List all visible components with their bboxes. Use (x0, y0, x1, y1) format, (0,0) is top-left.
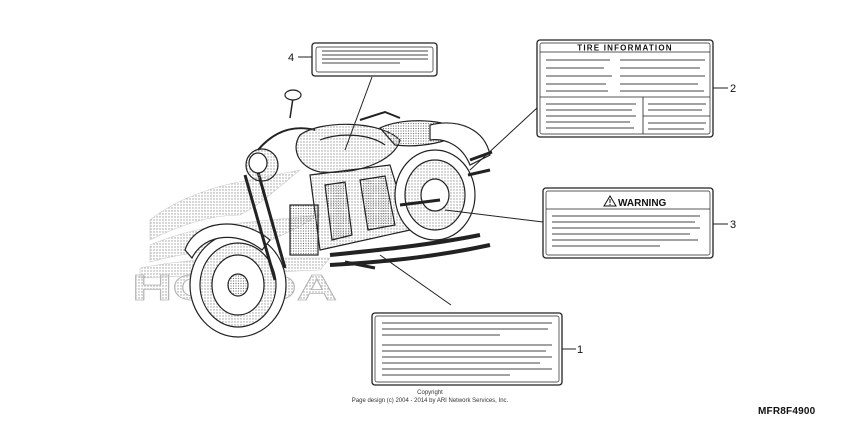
tire-information-heading: TIRE INFORMATION (577, 44, 673, 53)
copyright-text: Copyright Page design (c) 2004 - 2014 by… (330, 389, 530, 405)
callout-2-number: 2 (730, 83, 736, 95)
label-3-plate: WARNING (542, 187, 714, 259)
warning-heading: WARNING (618, 198, 667, 209)
copyright-line-2: Page design (c) 2004 - 2014 by ARI Netwo… (351, 398, 509, 404)
motorcycle-illustration (184, 89, 493, 338)
callout-1-number: 1 (577, 344, 583, 356)
callout-3-number: 3 (730, 219, 736, 231)
diagram-code: MFR8F4900 (758, 406, 816, 417)
callout-4-number: 4 (288, 52, 294, 64)
label-1-plate (371, 312, 563, 386)
leader-lines (344, 76, 544, 306)
label-2-plate: TIRE INFORMATION (536, 39, 714, 138)
copyright-line-1: Copyright (417, 390, 443, 396)
warning-triangle-icon (603, 195, 617, 207)
label-4-plate (311, 42, 438, 77)
